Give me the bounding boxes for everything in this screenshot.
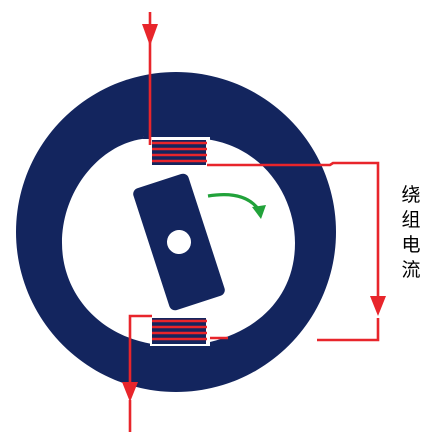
top-coil (150, 137, 210, 166)
output-arrow-head (122, 382, 138, 402)
rotor (133, 173, 225, 311)
rotation-arrow (207, 193, 266, 219)
label-char: 电 (401, 234, 421, 256)
rotor-shaft-hole (167, 230, 191, 254)
stator-ring (16, 72, 337, 393)
input-arrow-head (142, 24, 158, 46)
label-char: 流 (401, 259, 421, 281)
label-char: 组 (401, 209, 421, 231)
winding-current-label: 绕 组 电 流 (396, 183, 426, 283)
loop-arrow-head (370, 296, 386, 316)
label-char: 绕 (401, 184, 421, 206)
bottom-coil (150, 316, 210, 346)
